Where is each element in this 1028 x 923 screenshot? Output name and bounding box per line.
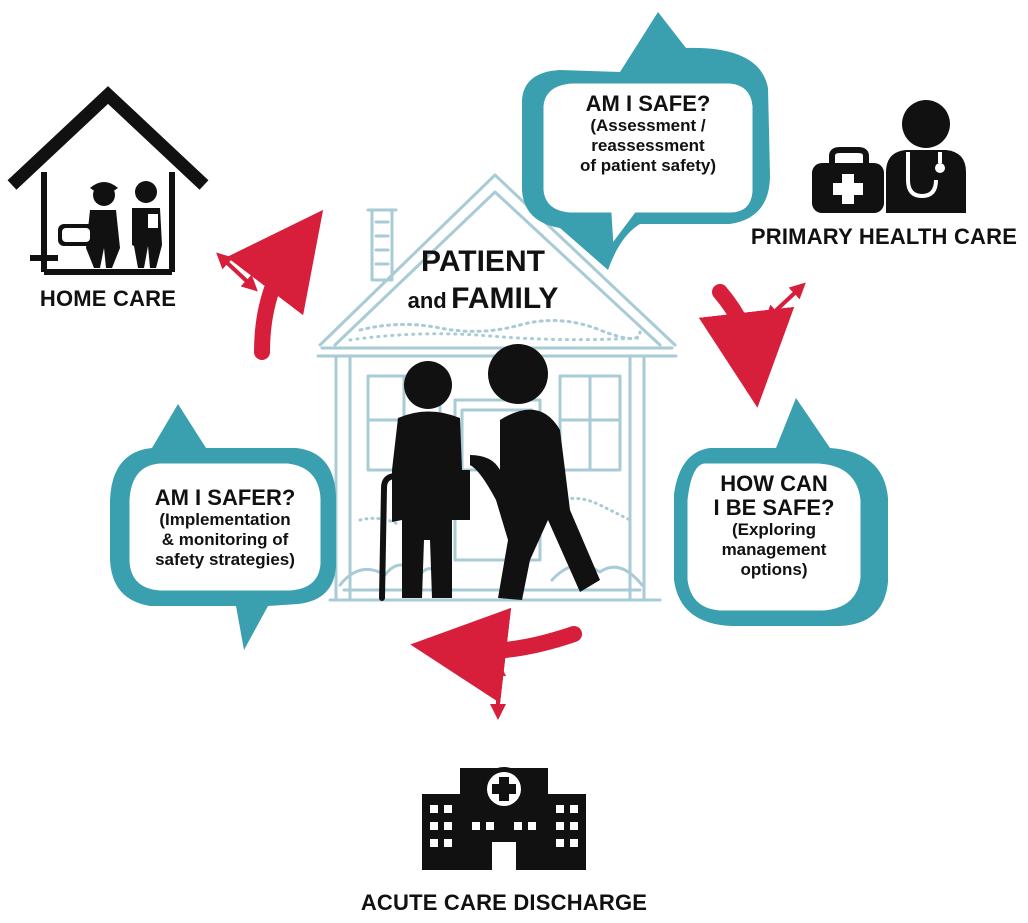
bubble-how-can-i-be-safe — [674, 398, 888, 626]
bubble-how-title2: I BE SAFE? — [713, 495, 835, 520]
bubble-safer-line2: & monitoring of — [161, 530, 289, 549]
arrow-home-link — [216, 252, 258, 292]
bubble-safer-line3: safety strategies) — [155, 550, 295, 569]
bubble-safe-line1: (Assessment / — [590, 116, 706, 135]
bubble-safe-title: AM I SAFE? — [585, 91, 711, 116]
home-care-label: HOME CARE — [39, 286, 177, 311]
bubble-how-line2: management — [721, 540, 827, 559]
cycle-arrows — [226, 209, 795, 704]
bubble-safer-title: AM I SAFER? — [154, 485, 296, 510]
bubble-safe-text: AM I SAFE? (Assessment / reassessment of… — [544, 92, 752, 176]
acute-care-discharge-label: ACUTE CARE DISCHARGE — [360, 890, 648, 915]
bubble-safer-text: AM I SAFER? (Implementation & monitoring… — [130, 486, 320, 570]
house-care-icon — [7, 86, 209, 275]
center-title-main: FAMILY — [451, 282, 559, 315]
hospital-icon — [422, 767, 586, 870]
center-title-line1: PATIENT — [421, 245, 545, 278]
arrow-how-to-safer — [410, 607, 582, 704]
patient-caregiver-icon — [379, 344, 600, 601]
arrow-primary-link — [764, 282, 806, 322]
bubble-safe-line2: reassessment — [591, 136, 705, 155]
doctor-icon — [886, 100, 966, 213]
bubble-safer-line1: (Implementation — [159, 510, 291, 529]
bubble-how-line3: options) — [740, 560, 808, 579]
link-arrows — [216, 252, 806, 720]
medical-bag-icon — [812, 147, 884, 213]
primary-health-care-label: PRIMARY HEALTH CARE — [750, 224, 1018, 249]
bubble-am-i-safe — [522, 12, 770, 270]
bubble-how-title1: HOW CAN — [720, 471, 828, 496]
center-title: PATIENT and FAMILY — [398, 246, 568, 320]
bubble-am-i-safer — [110, 404, 336, 650]
center-title-prefix: and — [407, 288, 447, 313]
bubble-safe-line3: of patient safety) — [579, 156, 717, 175]
bubble-how-line1: (Exploring — [731, 520, 817, 539]
arrow-home-to-safe — [226, 209, 324, 360]
bubble-how-text: HOW CAN I BE SAFE? (Exploring management… — [688, 472, 860, 580]
arrow-safe-to-how — [698, 284, 795, 408]
